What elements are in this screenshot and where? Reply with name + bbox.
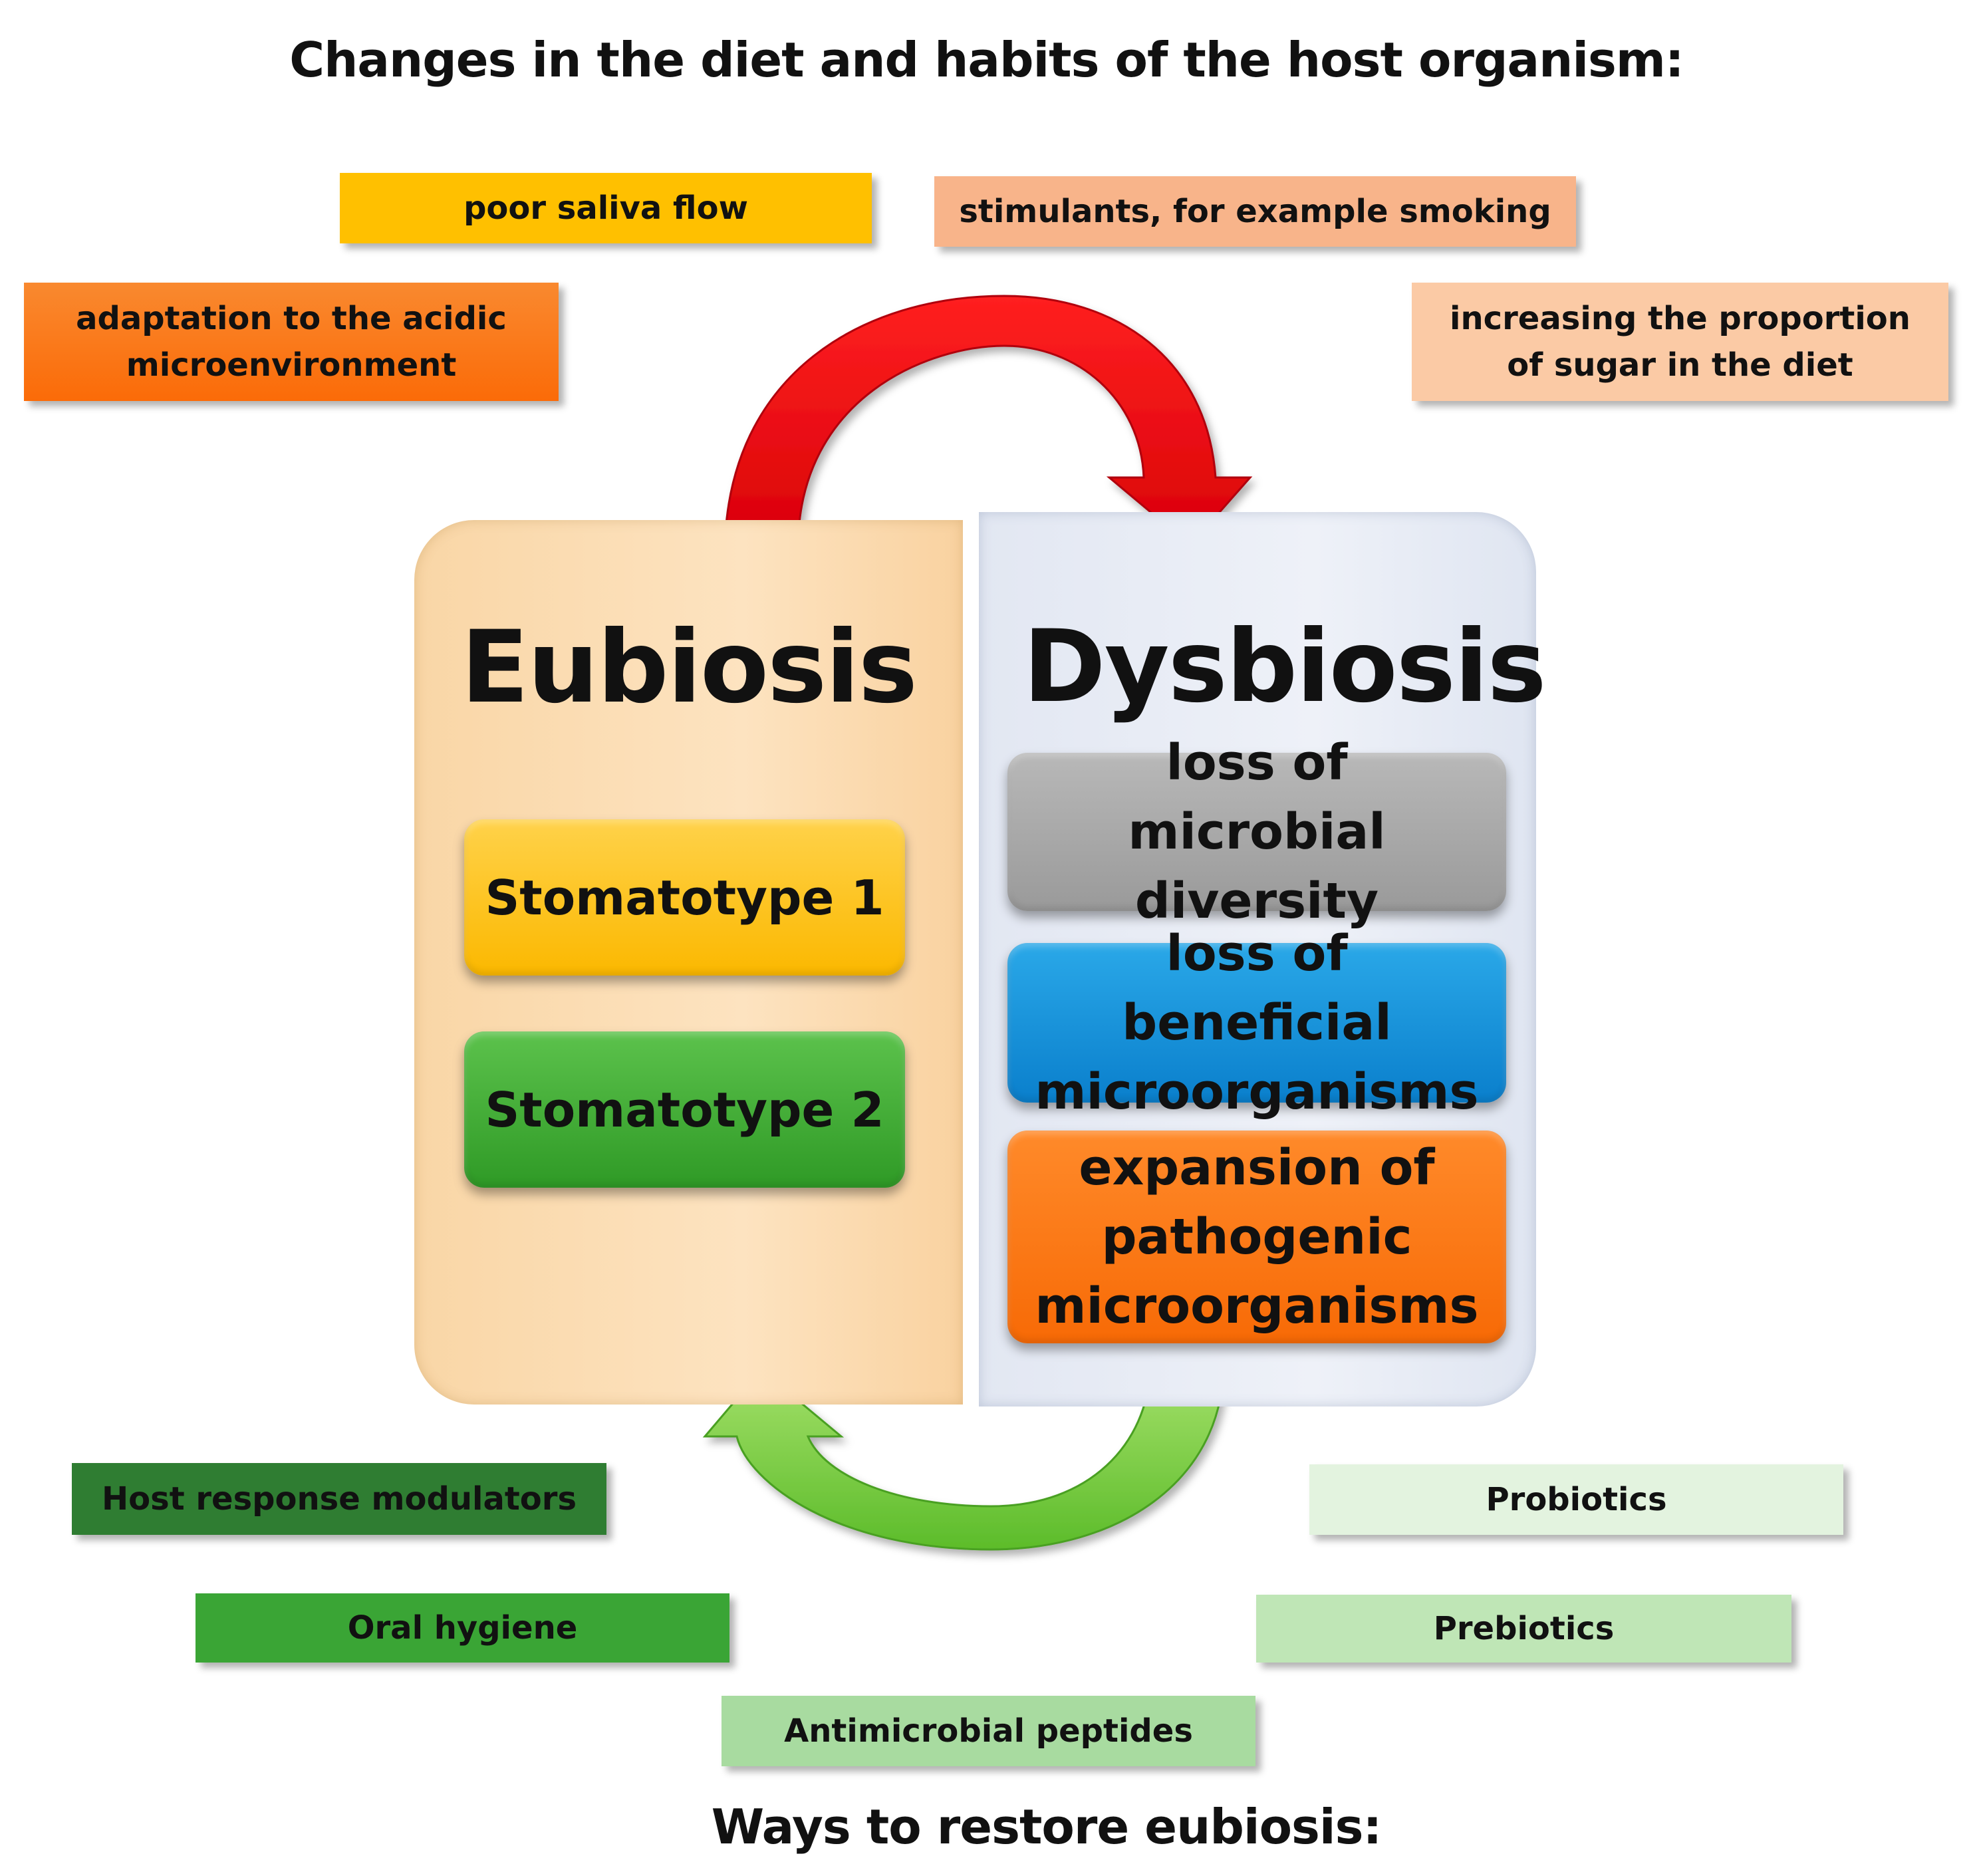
panel-divider (963, 512, 979, 1407)
top-heading: Changes in the diet and habits of the ho… (289, 32, 1684, 88)
factor-sugar: increasing the proportion of sugar in th… (1412, 283, 1948, 401)
stomatotype-1-box: Stomatotype 1 (464, 819, 905, 976)
factor-poor-saliva: poor saliva flow (340, 173, 872, 243)
remedy-oral-hygiene: Oral hygiene (196, 1593, 729, 1663)
eubiosis-title: Eubiosis (460, 610, 918, 726)
bottom-heading: Ways to restore eubiosis: (711, 1799, 1382, 1855)
factor-acidic-microenvironment: adaptation to the acidic microenvironmen… (24, 283, 559, 401)
remedy-prebiotics: Prebiotics (1256, 1595, 1791, 1663)
dysbiosis-title: Dysbiosis (1023, 609, 1546, 725)
forward-arrow-icon (723, 295, 1253, 550)
pathogenic-expansion-box: expansion of pathogenic microorganisms (1007, 1131, 1506, 1343)
loss-beneficial-box: loss of beneficial microorganisms (1007, 925, 1506, 1121)
stomatotype-2-box: Stomatotype 2 (464, 1031, 905, 1188)
remedy-probiotics: Probiotics (1309, 1464, 1843, 1535)
factor-stimulants: stimulants, for example smoking (934, 176, 1576, 247)
loss-diversity-box: loss of microbial diversity (1007, 734, 1506, 930)
remedy-antimicrobial-peptides: Antimicrobial peptides (722, 1696, 1255, 1766)
remedy-host-response-modulators: Host response modulators (72, 1463, 606, 1535)
return-arrow-icon (702, 1367, 1225, 1551)
